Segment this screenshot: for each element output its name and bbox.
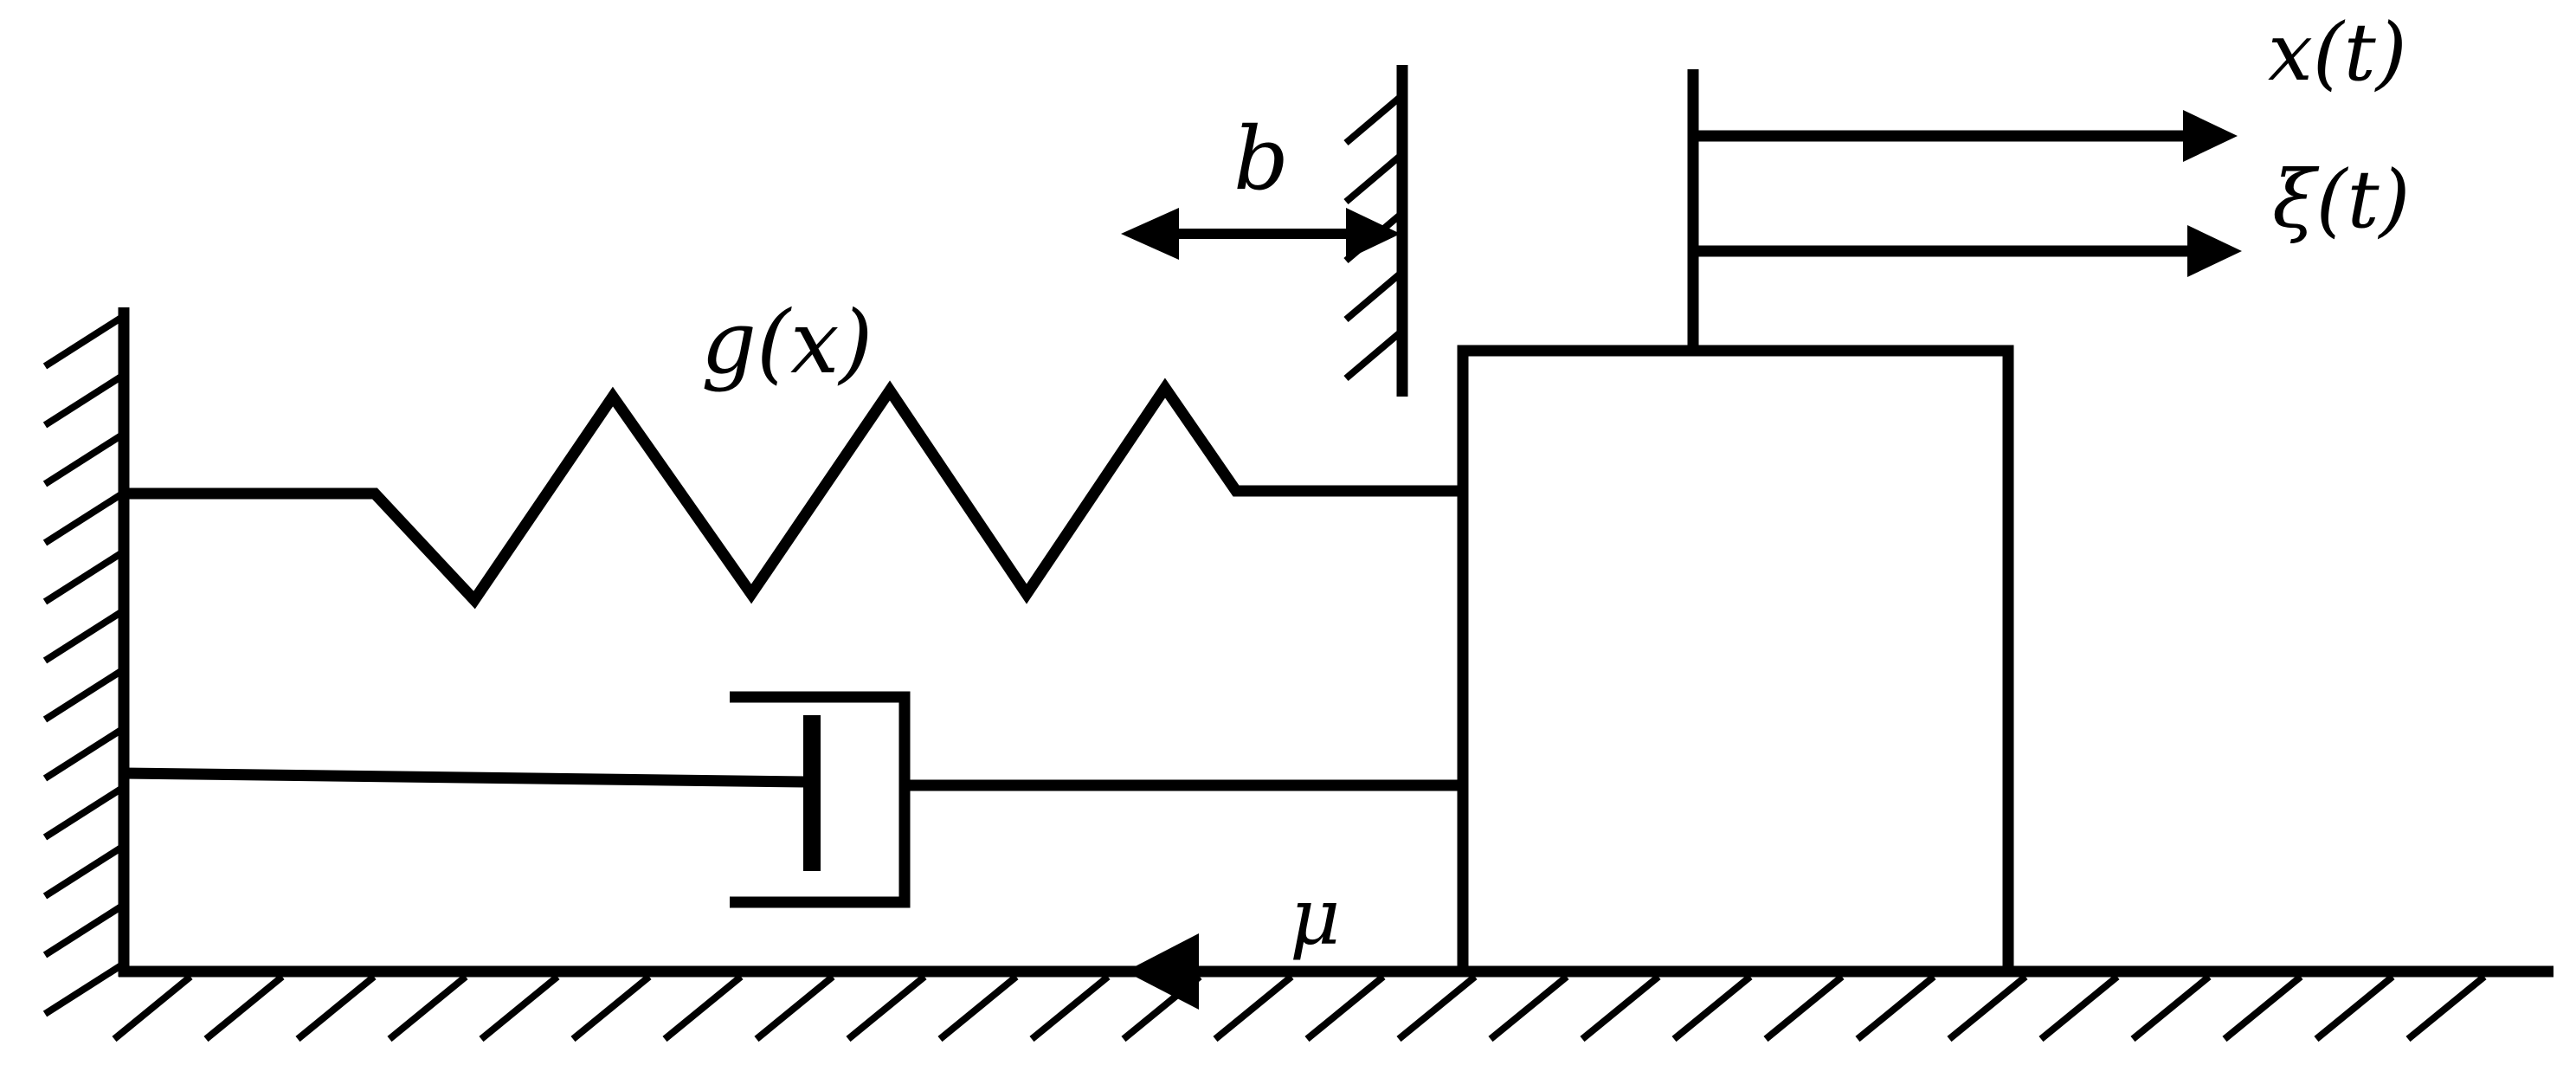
damper [123, 691, 1463, 908]
hatch-mark [846, 973, 927, 1042]
hatch-mark [42, 784, 126, 841]
friction-arrow-head [1125, 933, 1199, 1010]
friction-label: μ [1290, 872, 1341, 963]
left-wall [42, 307, 130, 1017]
hatch-mark [42, 430, 126, 487]
output-arrows [1687, 69, 2242, 351]
gap-double-arrow [1121, 208, 1401, 260]
excitation-label: ξ(t) [2272, 153, 2410, 246]
hatch-mark [754, 973, 835, 1042]
hatch-mark [1947, 973, 2028, 1042]
hatch-mark [112, 973, 193, 1042]
hatch-mark [2222, 973, 2303, 1042]
xi-arrow-head [2187, 225, 2242, 277]
hatch-mark [2314, 973, 2395, 1042]
left-wall-hatching [42, 313, 126, 1017]
hatch-mark [42, 960, 126, 1017]
stop-gap-label: b [1233, 108, 1289, 210]
hatch-mark [1304, 973, 1386, 1042]
hatch-mark [42, 666, 126, 723]
hatch-mark [42, 725, 126, 782]
spring-label: g(x) [701, 292, 873, 393]
hatch-mark [42, 313, 126, 370]
hatch-mark [1343, 92, 1405, 146]
hatch-mark [1763, 973, 1845, 1042]
ground [112, 965, 2553, 1042]
hatch-mark [42, 607, 126, 664]
hatch-mark [1213, 973, 1294, 1042]
x-arrow-head [2183, 110, 2238, 162]
stop-wall [1343, 65, 1408, 397]
hatch-mark [1855, 973, 1936, 1042]
hatch-mark [42, 371, 126, 429]
hatch-mark [387, 973, 468, 1042]
hatch-mark [42, 548, 126, 605]
spring [124, 378, 1463, 610]
hatch-mark [42, 489, 126, 546]
hatch-mark [1029, 973, 1111, 1042]
hatch-mark [203, 973, 285, 1042]
hatch-mark [479, 973, 560, 1042]
mass-block [1457, 345, 2014, 978]
hatch-mark [2405, 973, 2487, 1042]
friction-arrow [1125, 933, 1199, 1010]
hatch-mark [42, 842, 126, 900]
hatch-mark [42, 901, 126, 958]
hatch-mark [1396, 973, 1478, 1042]
displacement-label: x(t) [2268, 6, 2407, 99]
hatch-mark [1343, 151, 1405, 205]
hatch-mark [1343, 327, 1405, 382]
hatch-mark [2130, 973, 2212, 1042]
hatch-mark [295, 973, 377, 1042]
hatch-mark [570, 973, 652, 1042]
hatch-mark [1343, 268, 1405, 323]
hatch-mark [1488, 973, 1569, 1042]
ground-hatching [112, 973, 2487, 1042]
hatch-mark [1671, 973, 1753, 1042]
gap-arrow-left [1121, 208, 1179, 260]
hatch-mark [2038, 973, 2120, 1042]
hatch-mark [937, 973, 1019, 1042]
hatch-mark [1580, 973, 1661, 1042]
hatch-mark [662, 973, 744, 1042]
gap-arrow-right [1346, 208, 1401, 260]
